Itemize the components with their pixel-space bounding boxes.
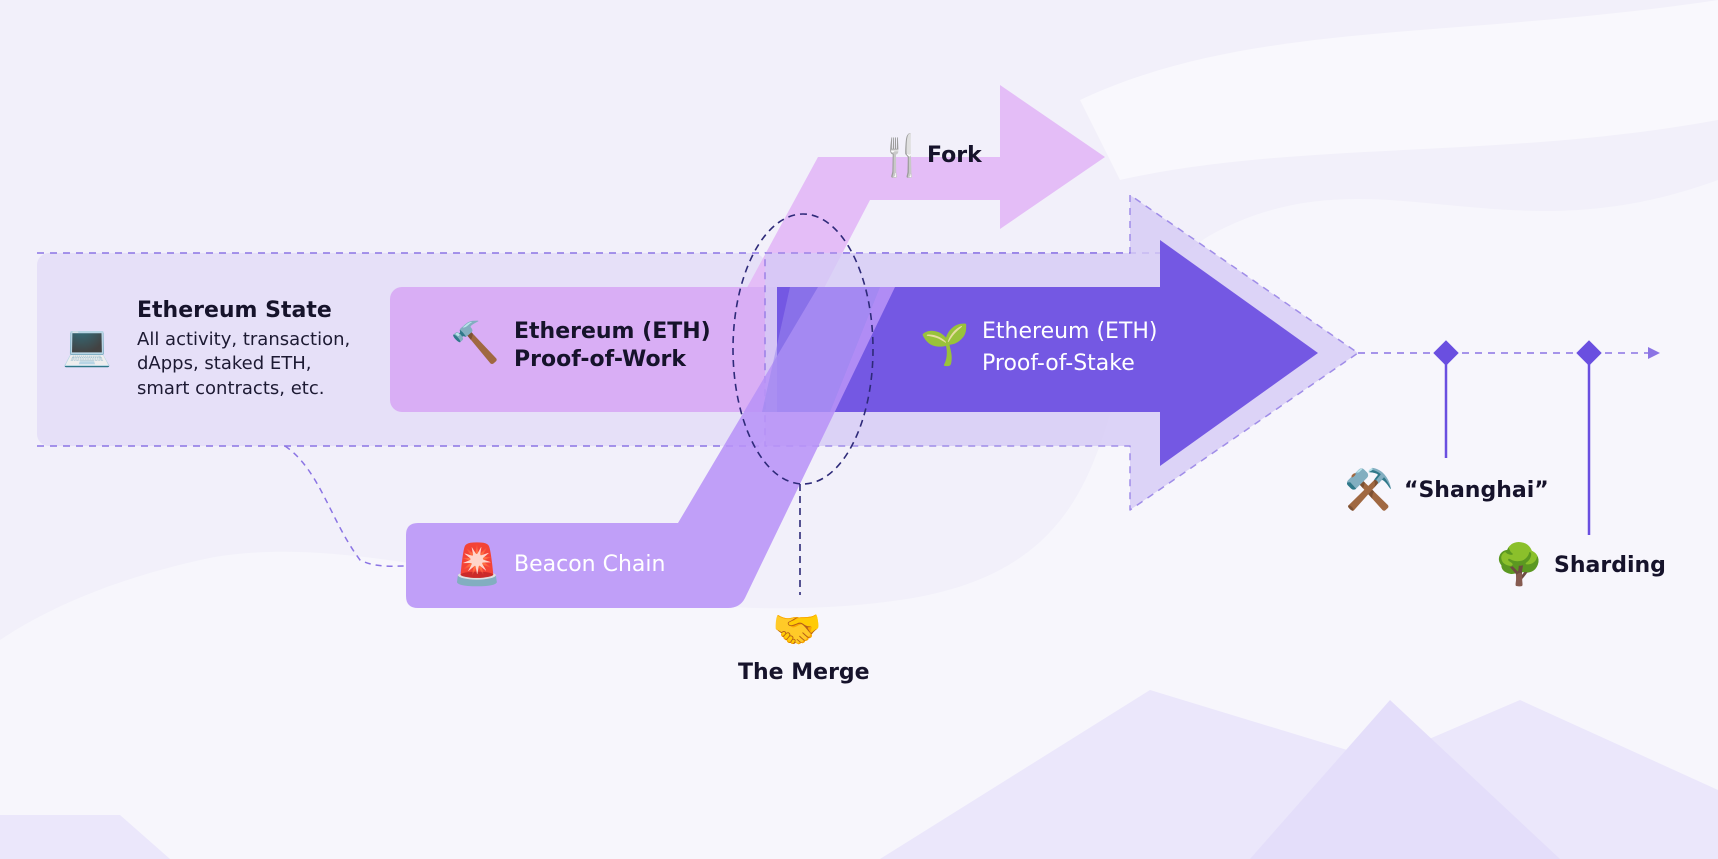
- pos-title: Ethereum (ETH) Proof-of-Stake: [982, 316, 1158, 380]
- sharding-diamond: [1576, 340, 1602, 366]
- pow-title: Ethereum (ETH) Proof-of-Work: [514, 318, 711, 373]
- pos-arrow: [777, 240, 1318, 466]
- the-merge-label: The Merge: [738, 660, 870, 685]
- fork-knife-icon: 🍴: [877, 133, 927, 179]
- beacon-chain-label: Beacon Chain: [514, 552, 666, 577]
- merge-overlap: [762, 287, 880, 412]
- hammer-icon: 🔨: [450, 320, 500, 366]
- pow-line-2: Proof-of-Work: [514, 346, 687, 372]
- tree-icon: 🌳: [1494, 542, 1544, 588]
- pos-line-2: Proof-of-Stake: [982, 350, 1135, 376]
- state-beacon-connector: [284, 445, 407, 567]
- shanghai-diamond: [1433, 340, 1459, 366]
- seedling-icon: 🌱: [920, 322, 970, 368]
- background-blob: [1080, 0, 1718, 180]
- ethereum-state-title: Ethereum State: [137, 298, 332, 323]
- siren-icon: 🚨: [452, 542, 502, 588]
- hammer-pick-icon: ⚒️: [1344, 467, 1394, 513]
- pow-band: [390, 287, 815, 412]
- background-mountain: [1250, 700, 1560, 859]
- shanghai-label: “Shanghai”: [1404, 478, 1549, 503]
- timeline-arrowhead: [1648, 347, 1660, 359]
- sharding-label: Sharding: [1554, 553, 1666, 578]
- laptop-icon: 💻: [62, 323, 112, 369]
- ethereum-state-description: All activity, transaction, dApps, staked…: [137, 329, 351, 399]
- fork-label: Fork: [927, 143, 982, 168]
- pow-line-1: Ethereum (ETH): [514, 319, 711, 344]
- background-mountain: [0, 815, 170, 859]
- pos-line-1: Ethereum (ETH): [982, 319, 1158, 344]
- fork-arrow: [398, 85, 1105, 411]
- handshake-icon: 🤝: [772, 607, 822, 653]
- merge-ellipse: [732, 213, 874, 485]
